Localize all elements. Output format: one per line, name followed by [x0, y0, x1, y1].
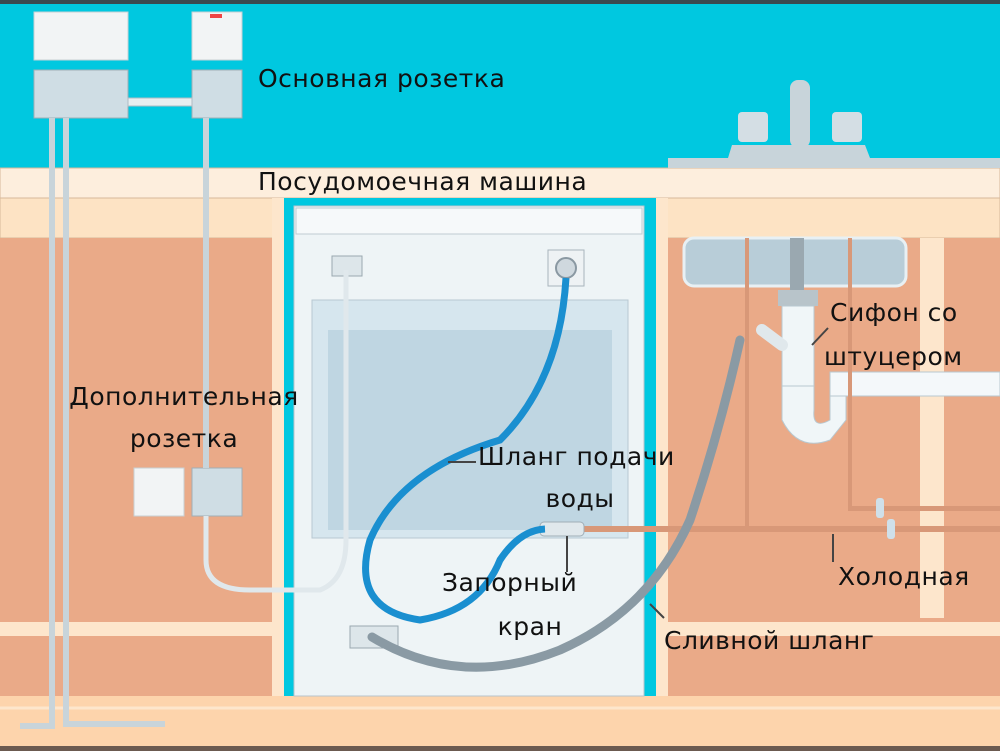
- waste-pipe: [829, 371, 1000, 397]
- conduit-link: [127, 97, 193, 107]
- power-cable: [203, 270, 349, 593]
- label-supply-hose-1: Шланг подачи: [478, 442, 675, 471]
- label-cold-water: Холодная: [838, 562, 970, 591]
- left-cabinet-rail: [0, 622, 272, 636]
- wall: [0, 4, 1000, 170]
- countertop: [0, 167, 1000, 199]
- fused-spur-switch: [191, 11, 243, 61]
- spur-box: [191, 69, 243, 119]
- extra-socket: [133, 467, 185, 517]
- siphon-nut: [778, 290, 818, 306]
- faucet-spout: [790, 80, 810, 148]
- sink-drain-pipe: [790, 238, 804, 298]
- floor-line: [0, 746, 1000, 751]
- faucet-handle-left: [738, 112, 768, 142]
- label-shutoff-1: Запорный: [442, 568, 578, 597]
- faucet-base: [728, 145, 870, 158]
- valve-cold: [887, 519, 895, 539]
- conduit-2: [63, 118, 165, 727]
- copper-pipe-vertical-1: [745, 238, 749, 528]
- water-supply-hose: [362, 277, 570, 624]
- dishwasher-top-panel: [295, 207, 643, 235]
- label-siphon-1: Сифон со: [830, 298, 958, 327]
- faucet-handle-right: [832, 112, 862, 142]
- hot-pipe: [848, 506, 1000, 511]
- right-cabinet-divider: [920, 238, 944, 618]
- label-shutoff-2: кран: [497, 612, 563, 641]
- label-extra-socket-2: розетка: [129, 424, 239, 453]
- main-socket-box: [33, 69, 129, 119]
- extra-socket-box: [191, 467, 243, 517]
- label-supply-hose-2: воды: [545, 484, 615, 513]
- leader-siphon: [811, 327, 829, 346]
- left-cabinet-lower: [0, 636, 272, 696]
- copper-pipe-vertical-2: [848, 238, 852, 508]
- label-main-socket: Основная розетка: [258, 64, 506, 93]
- dishwasher-door-inner: [328, 330, 612, 530]
- sink-rim: [668, 158, 1000, 168]
- right-cabinet-lower: [668, 636, 1000, 696]
- label-dishwasher: Посудомоечная машина: [258, 167, 588, 196]
- cold-pipe: [560, 526, 1000, 532]
- label-extra-socket-1: Дополнительная: [69, 382, 299, 411]
- right-cabinet-rail: [668, 622, 1000, 636]
- drain-hose: [367, 335, 745, 672]
- leader-drain: [649, 603, 665, 619]
- shutoff-valve: [539, 521, 585, 537]
- valve-hot: [876, 498, 884, 518]
- plinth: [0, 696, 1000, 746]
- top-border: [0, 0, 1000, 4]
- siphon-spigot: [756, 324, 788, 351]
- left-post: [272, 198, 286, 696]
- main-socket-double: [33, 11, 129, 61]
- label-drain-hose: Сливной шланг: [664, 626, 875, 655]
- conduit-1: [20, 118, 55, 729]
- label-siphon-2: штуцером: [824, 342, 963, 371]
- left-cabinet: [0, 238, 272, 622]
